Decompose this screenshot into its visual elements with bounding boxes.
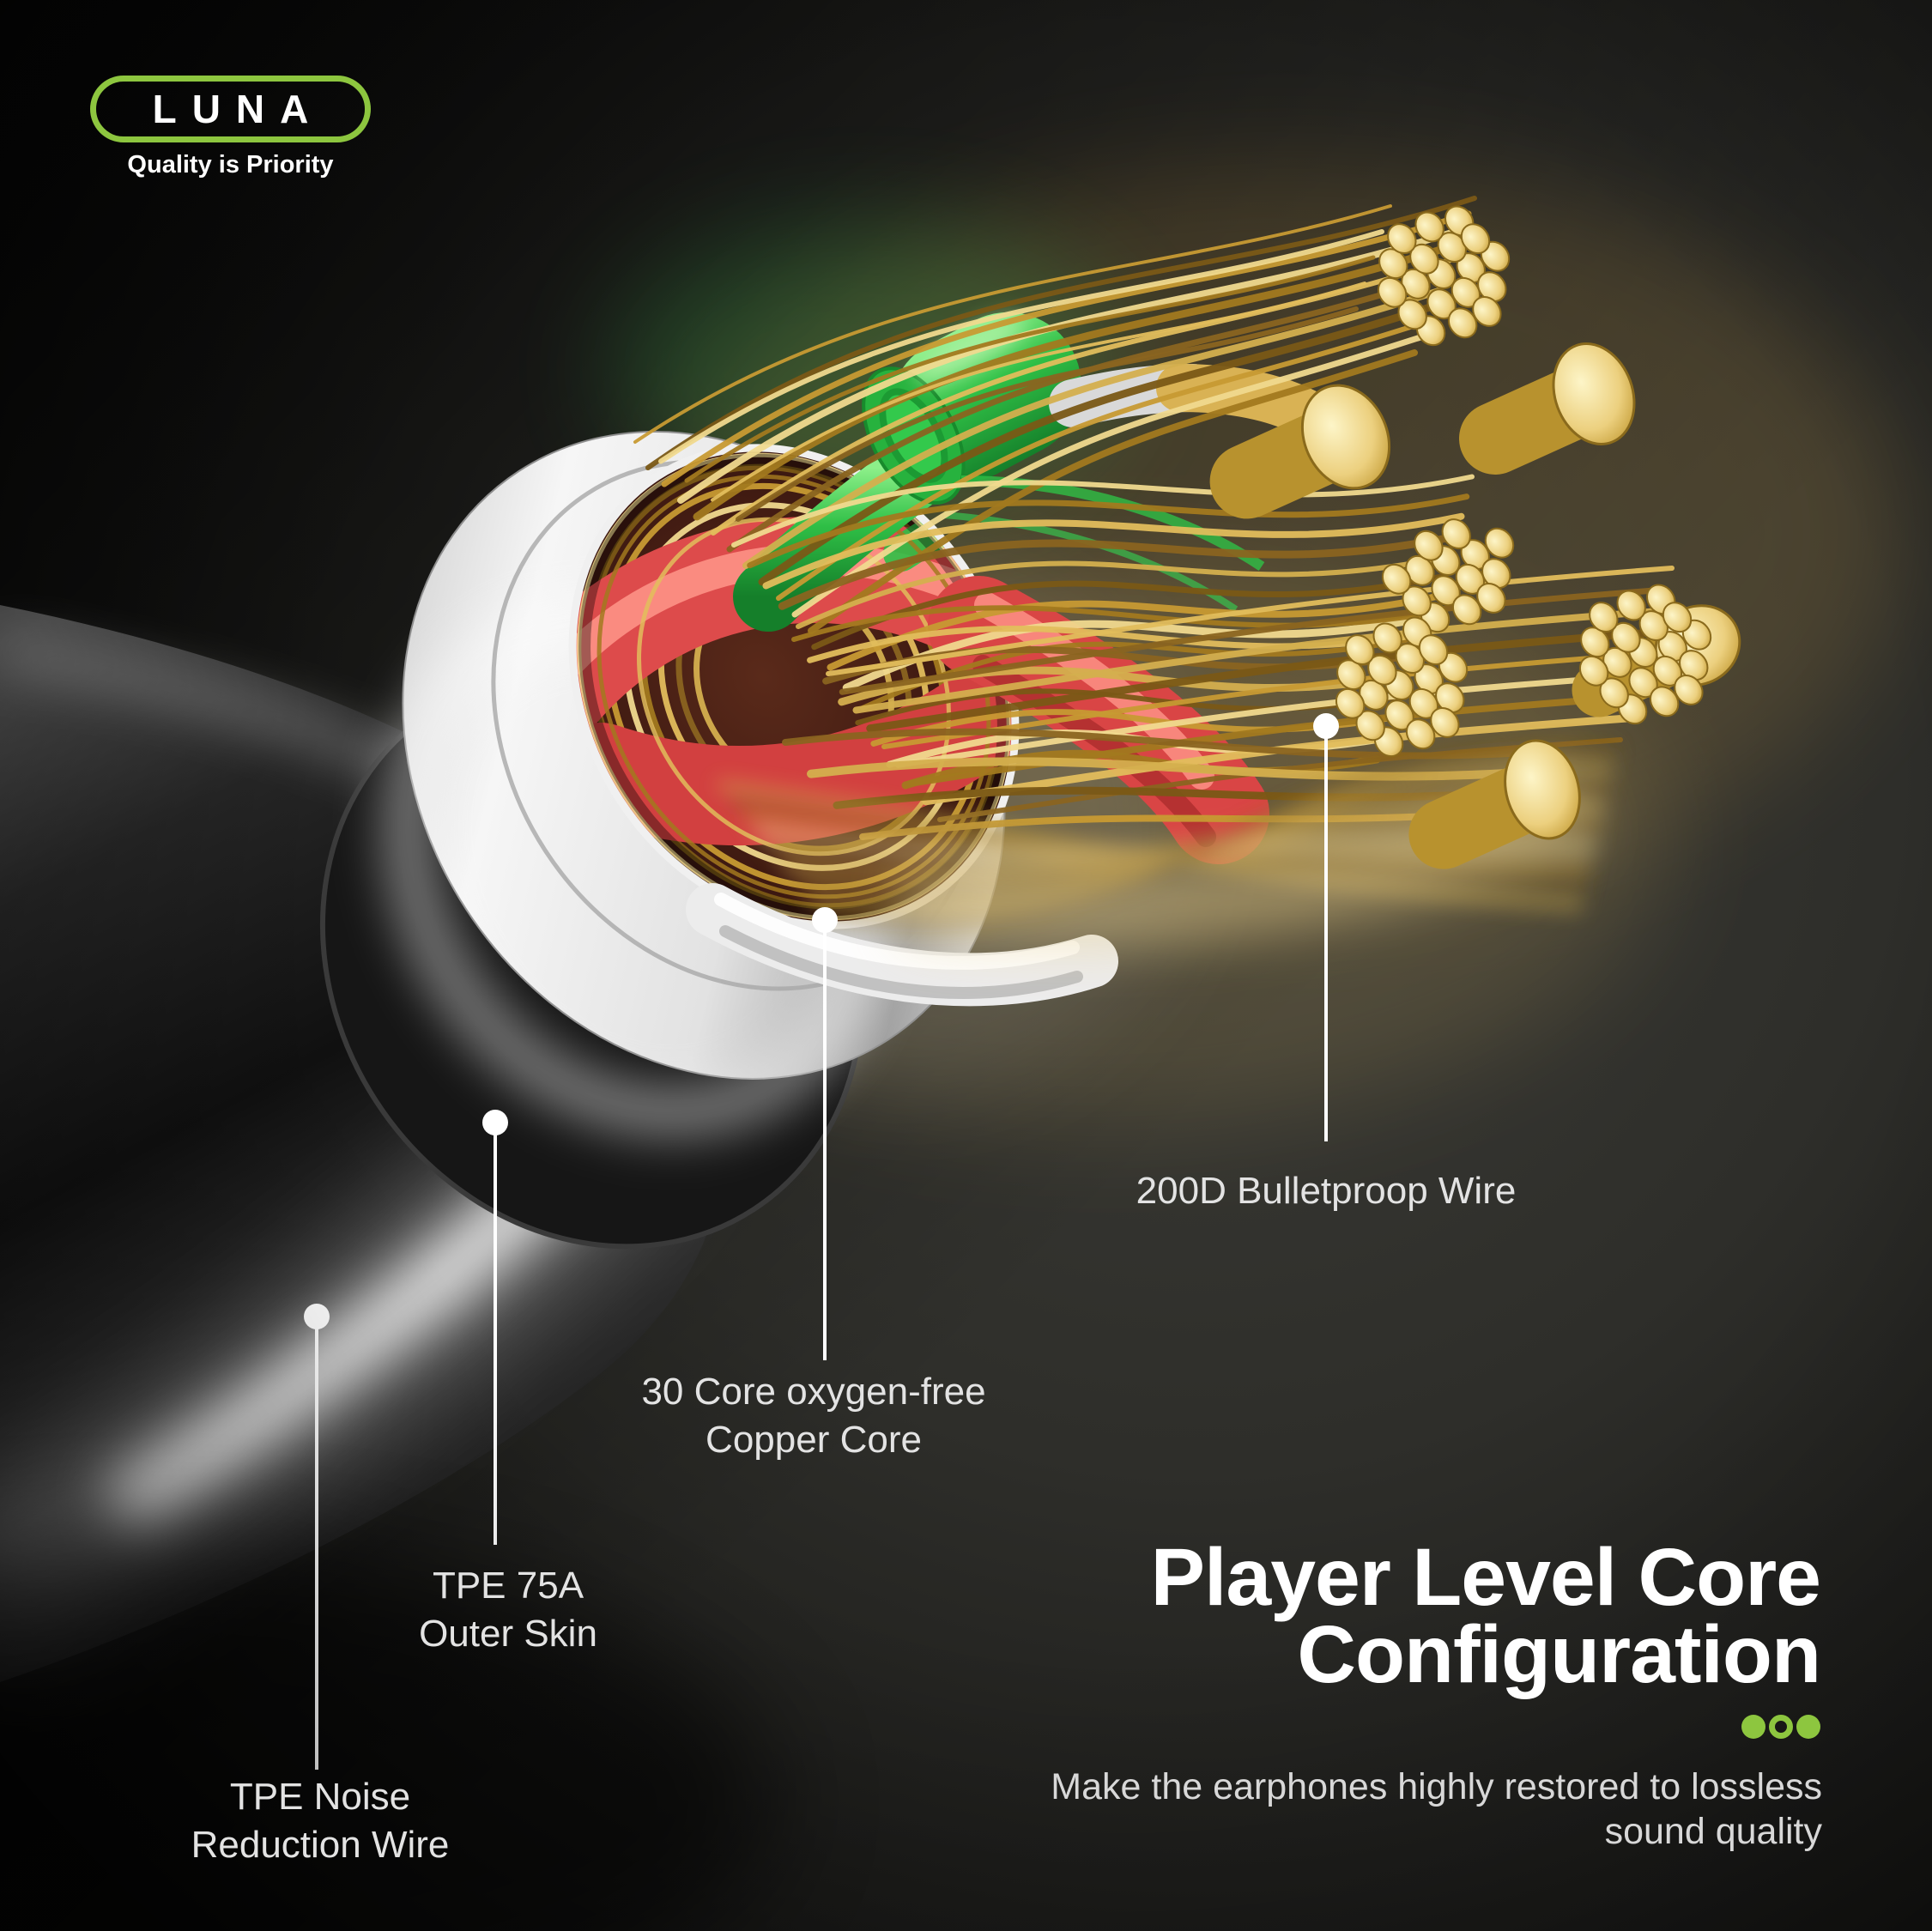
callout-label-outer-skin: TPE 75A Outer Skin bbox=[419, 1565, 597, 1655]
carousel-dot bbox=[1796, 1715, 1820, 1739]
brand-name: LUNA bbox=[152, 87, 324, 131]
subtitle: Make the earphones highly restored to lo… bbox=[1051, 1766, 1822, 1853]
carousel-dot bbox=[1769, 1715, 1793, 1739]
brand-logo-pill: LUNA bbox=[90, 76, 371, 142]
headline: Player Level Core Configuration bbox=[1150, 1532, 1821, 1700]
headline-line-1: Player Level Core bbox=[1150, 1532, 1821, 1623]
carousel-dots bbox=[1741, 1715, 1820, 1739]
brand-tagline: Quality is Priority bbox=[127, 151, 334, 179]
callout-label-copper-core: 30 Core oxygen-free Copper Core bbox=[641, 1371, 986, 1461]
headline-line-2: Configuration bbox=[1297, 1609, 1821, 1700]
callout-label-bulletproof: 200D Bulletproop Wire bbox=[1136, 1170, 1517, 1212]
brand-logo: LUNA Quality is Priority bbox=[90, 76, 382, 179]
callout-label-noise-reduction: TPE Noise Reduction Wire bbox=[191, 1776, 450, 1866]
carousel-dot bbox=[1741, 1715, 1765, 1739]
